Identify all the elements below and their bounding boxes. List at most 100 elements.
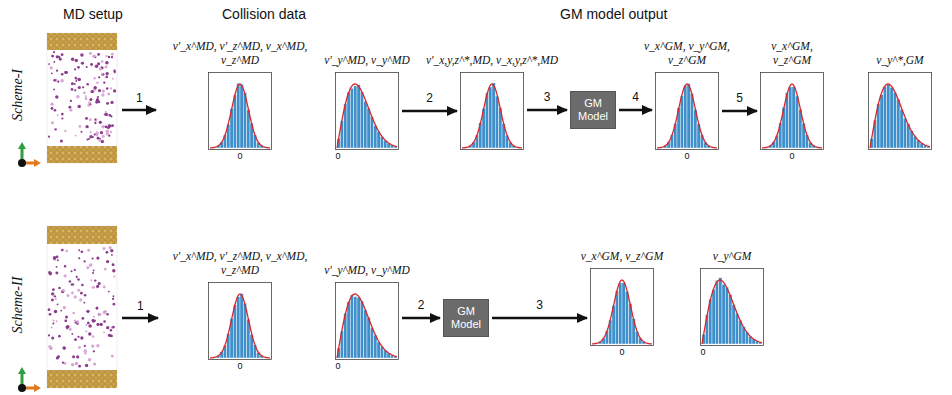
histogram-box: v'_x,y,z^*,MD, v_x,y,z^*,MD (460, 72, 524, 150)
column-header: MD setup (63, 6, 123, 22)
histogram-bar (789, 87, 792, 148)
molecule (63, 306, 66, 309)
molecule (75, 362, 79, 366)
axis-tick: 0 (619, 347, 624, 357)
step-arrow (619, 109, 652, 112)
histogram-bar (347, 92, 350, 148)
molecule (71, 333, 73, 335)
histogram-caption: v'_x,y,z^*,MD, v_x,y,z^*,MD (426, 54, 558, 68)
molecule (105, 111, 107, 113)
molecule (53, 256, 56, 259)
molecule (66, 250, 69, 253)
fit-curve (337, 294, 397, 358)
molecule (95, 64, 99, 68)
histogram-bar (890, 87, 893, 148)
molecule (93, 350, 95, 352)
molecule (94, 119, 96, 121)
molecule (60, 140, 63, 143)
histogram-bar (897, 99, 900, 148)
molecule (81, 62, 83, 64)
histogram-bar (364, 101, 367, 148)
molecule (96, 82, 99, 85)
molecule (79, 125, 82, 128)
molecule (60, 310, 62, 312)
molecule (85, 97, 87, 99)
histogram-bar (360, 92, 363, 148)
molecule (104, 268, 107, 271)
molecule (90, 63, 93, 66)
histogram-bar (354, 86, 357, 148)
chart-frame (336, 73, 399, 150)
histogram-caption: v'_x^MD, v'_z^MD, v_x^MD, v_z^MD (165, 40, 315, 68)
histogram-box: v'_x^MD, v'_z^MD, v_x^MD, v_z^MD (208, 72, 272, 150)
molecule (82, 86, 84, 88)
molecule (89, 135, 92, 138)
molecule (62, 362, 64, 364)
molecule (71, 82, 74, 85)
molecule (64, 265, 66, 267)
molecule (108, 56, 110, 58)
molecule (53, 257, 56, 260)
molecule (61, 249, 64, 252)
molecule (50, 347, 53, 350)
molecule (56, 320, 58, 322)
molecule (98, 89, 101, 92)
molecule (75, 135, 77, 137)
histogram-bar (792, 87, 795, 148)
histogram-bar (732, 305, 735, 344)
molecule (76, 276, 78, 278)
axis-icon (18, 142, 41, 392)
histogram-bar (619, 283, 622, 344)
molecule (55, 272, 58, 275)
molecule (68, 106, 71, 109)
molecule (51, 55, 54, 58)
histogram-box: v_x^GM, v_y^GM, v_z^GM (655, 72, 719, 150)
molecule (74, 68, 76, 70)
molecule (69, 280, 71, 282)
chart-frame (761, 73, 824, 150)
molecule (98, 76, 100, 78)
molecule (86, 266, 89, 269)
molecule (78, 86, 81, 89)
fit-curve (657, 84, 717, 148)
molecule (85, 98, 87, 100)
histogram-bar (903, 118, 906, 148)
molecule (99, 121, 102, 124)
molecule (58, 287, 61, 290)
molecule (90, 103, 92, 105)
molecule (93, 77, 95, 79)
molecule (98, 313, 101, 316)
molecule (88, 358, 91, 361)
molecule (74, 338, 77, 341)
molecule (75, 77, 78, 80)
molecule (89, 52, 92, 55)
histogram-bar (715, 280, 718, 344)
molecule (94, 122, 96, 124)
molecule (85, 95, 87, 97)
molecule (102, 73, 104, 75)
molecule (62, 73, 64, 75)
molecule (50, 347, 52, 349)
molecule (80, 131, 82, 133)
molecule (91, 344, 94, 347)
model-label: GM Model (444, 302, 488, 334)
molecule (78, 257, 80, 259)
histogram-bar (795, 96, 798, 148)
molecule (60, 79, 64, 83)
molecule (53, 61, 55, 63)
histogram-bar (370, 328, 373, 358)
molecule (74, 269, 76, 271)
molecule (59, 58, 62, 61)
molecule (66, 294, 69, 297)
molecule (93, 316, 95, 318)
fit-curve (210, 294, 270, 358)
fit-curve (592, 280, 652, 344)
histogram-bar (357, 85, 360, 148)
chart-frame (336, 283, 399, 360)
histogram-chart (700, 268, 764, 346)
molecule (110, 101, 113, 104)
molecule (79, 298, 82, 301)
molecule (89, 263, 93, 267)
histogram-bar (722, 284, 725, 344)
molecule (101, 125, 105, 129)
